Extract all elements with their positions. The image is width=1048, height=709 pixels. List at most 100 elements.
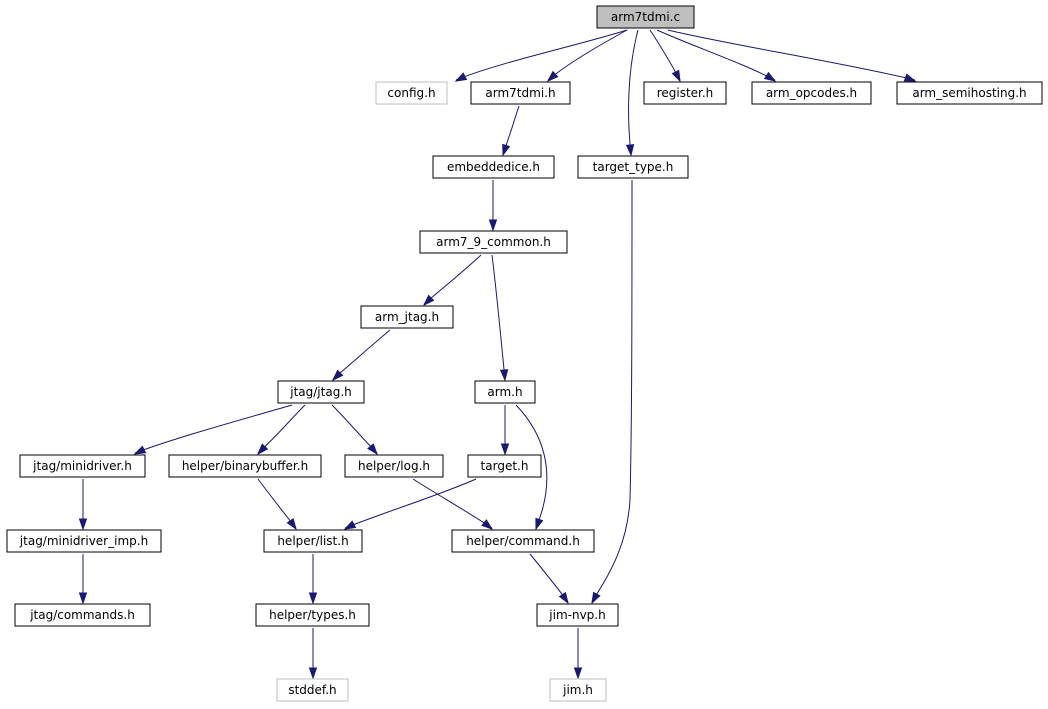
- edge-jtag-jtag-h-to-jtag-minidriver-h: [133, 404, 293, 455]
- node-label: embeddedice.h: [447, 160, 540, 174]
- node-jim-nvp-h[interactable]: jim-nvp.h: [536, 603, 619, 627]
- node-jtag-commands-h[interactable]: jtag/commands.h: [14, 603, 151, 627]
- node-box: [276, 678, 349, 702]
- node-target-type-h[interactable]: target_type.h: [577, 155, 689, 179]
- edge-arm-h-to-target-h: [500, 405, 510, 456]
- node-box: [536, 603, 619, 627]
- edge-helper-types-h-to-stddef-h: [308, 628, 318, 680]
- node-label: target.h: [481, 459, 529, 473]
- node-label: register.h: [657, 86, 714, 100]
- edges-layer: [78, 29, 917, 680]
- edge-jim-nvp-h-to-jim-h: [573, 628, 583, 680]
- node-label: arm_semihosting.h: [912, 86, 1026, 100]
- edge-arm7tdmi-c-to-arm7tdmi-h: [546, 29, 628, 83]
- node-helper-list-h[interactable]: helper/list.h: [263, 529, 363, 553]
- node-jim-h[interactable]: jim.h: [549, 678, 607, 702]
- node-box: [470, 81, 571, 105]
- node-box: [14, 603, 151, 627]
- node-label: target_type.h: [593, 160, 674, 174]
- node-stddef-h[interactable]: stddef.h: [276, 678, 349, 702]
- node-helper-command-h[interactable]: helper/command.h: [451, 529, 595, 553]
- node-label: helper/types.h: [269, 608, 356, 622]
- node-arm-jtag-h[interactable]: arm_jtag.h: [360, 305, 454, 329]
- node-label: arm7tdmi.c: [611, 10, 680, 24]
- node-arm-h[interactable]: arm.h: [474, 380, 536, 404]
- node-label: arm_opcodes.h: [766, 86, 857, 100]
- node-box: [255, 603, 370, 627]
- edge-helper-binarybuffer-h-to-helper-list-h: [257, 478, 297, 531]
- node-config-h[interactable]: config.h: [375, 81, 448, 105]
- edge-arm7tdmi-c-to-config-h: [454, 29, 628, 82]
- node-box: [277, 380, 365, 404]
- node-label: config.h: [387, 86, 435, 100]
- edge-arm-jtag-h-to-jtag-jtag-h: [331, 329, 391, 382]
- node-label: helper/log.h: [358, 459, 430, 473]
- node-arm-semihosting-h[interactable]: arm_semihosting.h: [896, 81, 1043, 105]
- edge-arm-h-to-helper-command-h: [515, 404, 548, 531]
- node-jtag-minidriver-h[interactable]: jtag/minidriver.h: [19, 454, 146, 478]
- node-label: jim.h: [562, 683, 593, 697]
- node-box: [596, 5, 695, 29]
- edge-embeddedice-h-to-arm7-9-common-h: [488, 180, 498, 232]
- edge-arm7-9-common-h-to-arm-h: [491, 254, 509, 382]
- node-label: stddef.h: [288, 683, 336, 697]
- node-arm7-9-common-h[interactable]: arm7_9_common.h: [419, 230, 568, 254]
- node-label: arm_jtag.h: [375, 310, 439, 324]
- node-label: jtag/jtag.h: [289, 385, 351, 399]
- node-box: [6, 529, 162, 553]
- node-box: [19, 454, 146, 478]
- edge-jtag-minidriver-h-to-jtag-minidriver-imp-h: [78, 479, 88, 531]
- node-label: jtag/minidriver_imp.h: [19, 534, 148, 548]
- node-jtag-jtag-h[interactable]: jtag/jtag.h: [277, 380, 365, 404]
- node-box: [419, 230, 568, 254]
- node-label: jtag/commands.h: [29, 608, 135, 622]
- edge-jtag-jtag-h-to-helper-log-h: [331, 404, 378, 456]
- nodes-layer: arm7tdmi.c config.h arm7tdmi.h register.h ar…: [6, 5, 1043, 702]
- node-label: helper/binarybuffer.h: [182, 459, 308, 473]
- node-box: [577, 155, 689, 179]
- node-label: arm.h: [487, 385, 522, 399]
- node-label: arm7tdmi.h: [485, 86, 555, 100]
- node-arm7tdmi-h[interactable]: arm7tdmi.h: [470, 81, 571, 105]
- edge-arm7tdmi-c-to-target-type-h: [625, 29, 639, 157]
- node-label: helper/command.h: [466, 534, 580, 548]
- edge-helper-list-h-to-helper-types-h: [308, 554, 318, 605]
- node-jtag-minidriver-imp-h[interactable]: jtag/minidriver_imp.h: [6, 529, 162, 553]
- node-box: [467, 454, 542, 478]
- node-label: jtag/minidriver.h: [32, 459, 132, 473]
- node-arm7tdmi-c[interactable]: arm7tdmi.c: [596, 5, 695, 29]
- edge-arm7tdmi-h-to-embeddedice-h: [502, 105, 520, 157]
- node-label: helper/list.h: [277, 534, 348, 548]
- node-helper-binarybuffer-h[interactable]: helper/binarybuffer.h: [168, 454, 322, 478]
- node-label: arm7_9_common.h: [436, 235, 551, 249]
- edge-arm7tdmi-c-to-arm-semihosting-h: [667, 29, 917, 82]
- node-box: [474, 380, 536, 404]
- node-box: [751, 81, 872, 105]
- node-register-h[interactable]: register.h: [643, 81, 727, 105]
- edge-target-type-h-to-jim-nvp-h: [591, 179, 633, 605]
- node-box: [360, 305, 454, 329]
- edge-arm7tdmi-c-to-register-h: [649, 29, 681, 83]
- node-box: [896, 81, 1043, 105]
- node-box: [168, 454, 322, 478]
- node-helper-log-h[interactable]: helper/log.h: [344, 454, 444, 478]
- node-label: jim-nvp.h: [548, 608, 605, 622]
- node-arm-opcodes-h[interactable]: arm_opcodes.h: [751, 81, 872, 105]
- node-helper-types-h[interactable]: helper/types.h: [255, 603, 370, 627]
- node-box: [263, 529, 363, 553]
- edge-arm7tdmi-c-to-arm-opcodes-h: [656, 29, 777, 82]
- edge-jtag-minidriver-imp-h-to-jtag-commands-h: [78, 554, 88, 605]
- edge-jtag-jtag-h-to-helper-binarybuffer-h: [256, 404, 306, 456]
- node-embeddedice-h[interactable]: embeddedice.h: [432, 155, 555, 179]
- node-box: [549, 678, 607, 702]
- edge-helper-command-h-to-jim-nvp-h: [529, 553, 569, 605]
- node-box: [344, 454, 444, 478]
- node-box: [375, 81, 448, 105]
- node-box: [451, 529, 595, 553]
- edge-helper-log-h-to-helper-command-h: [412, 478, 494, 530]
- edge-target-h-to-helper-list-h: [343, 478, 477, 530]
- node-box: [432, 155, 555, 179]
- edge-arm7-9-common-h-to-arm-jtag-h: [422, 254, 482, 307]
- node-target-h[interactable]: target.h: [467, 454, 542, 478]
